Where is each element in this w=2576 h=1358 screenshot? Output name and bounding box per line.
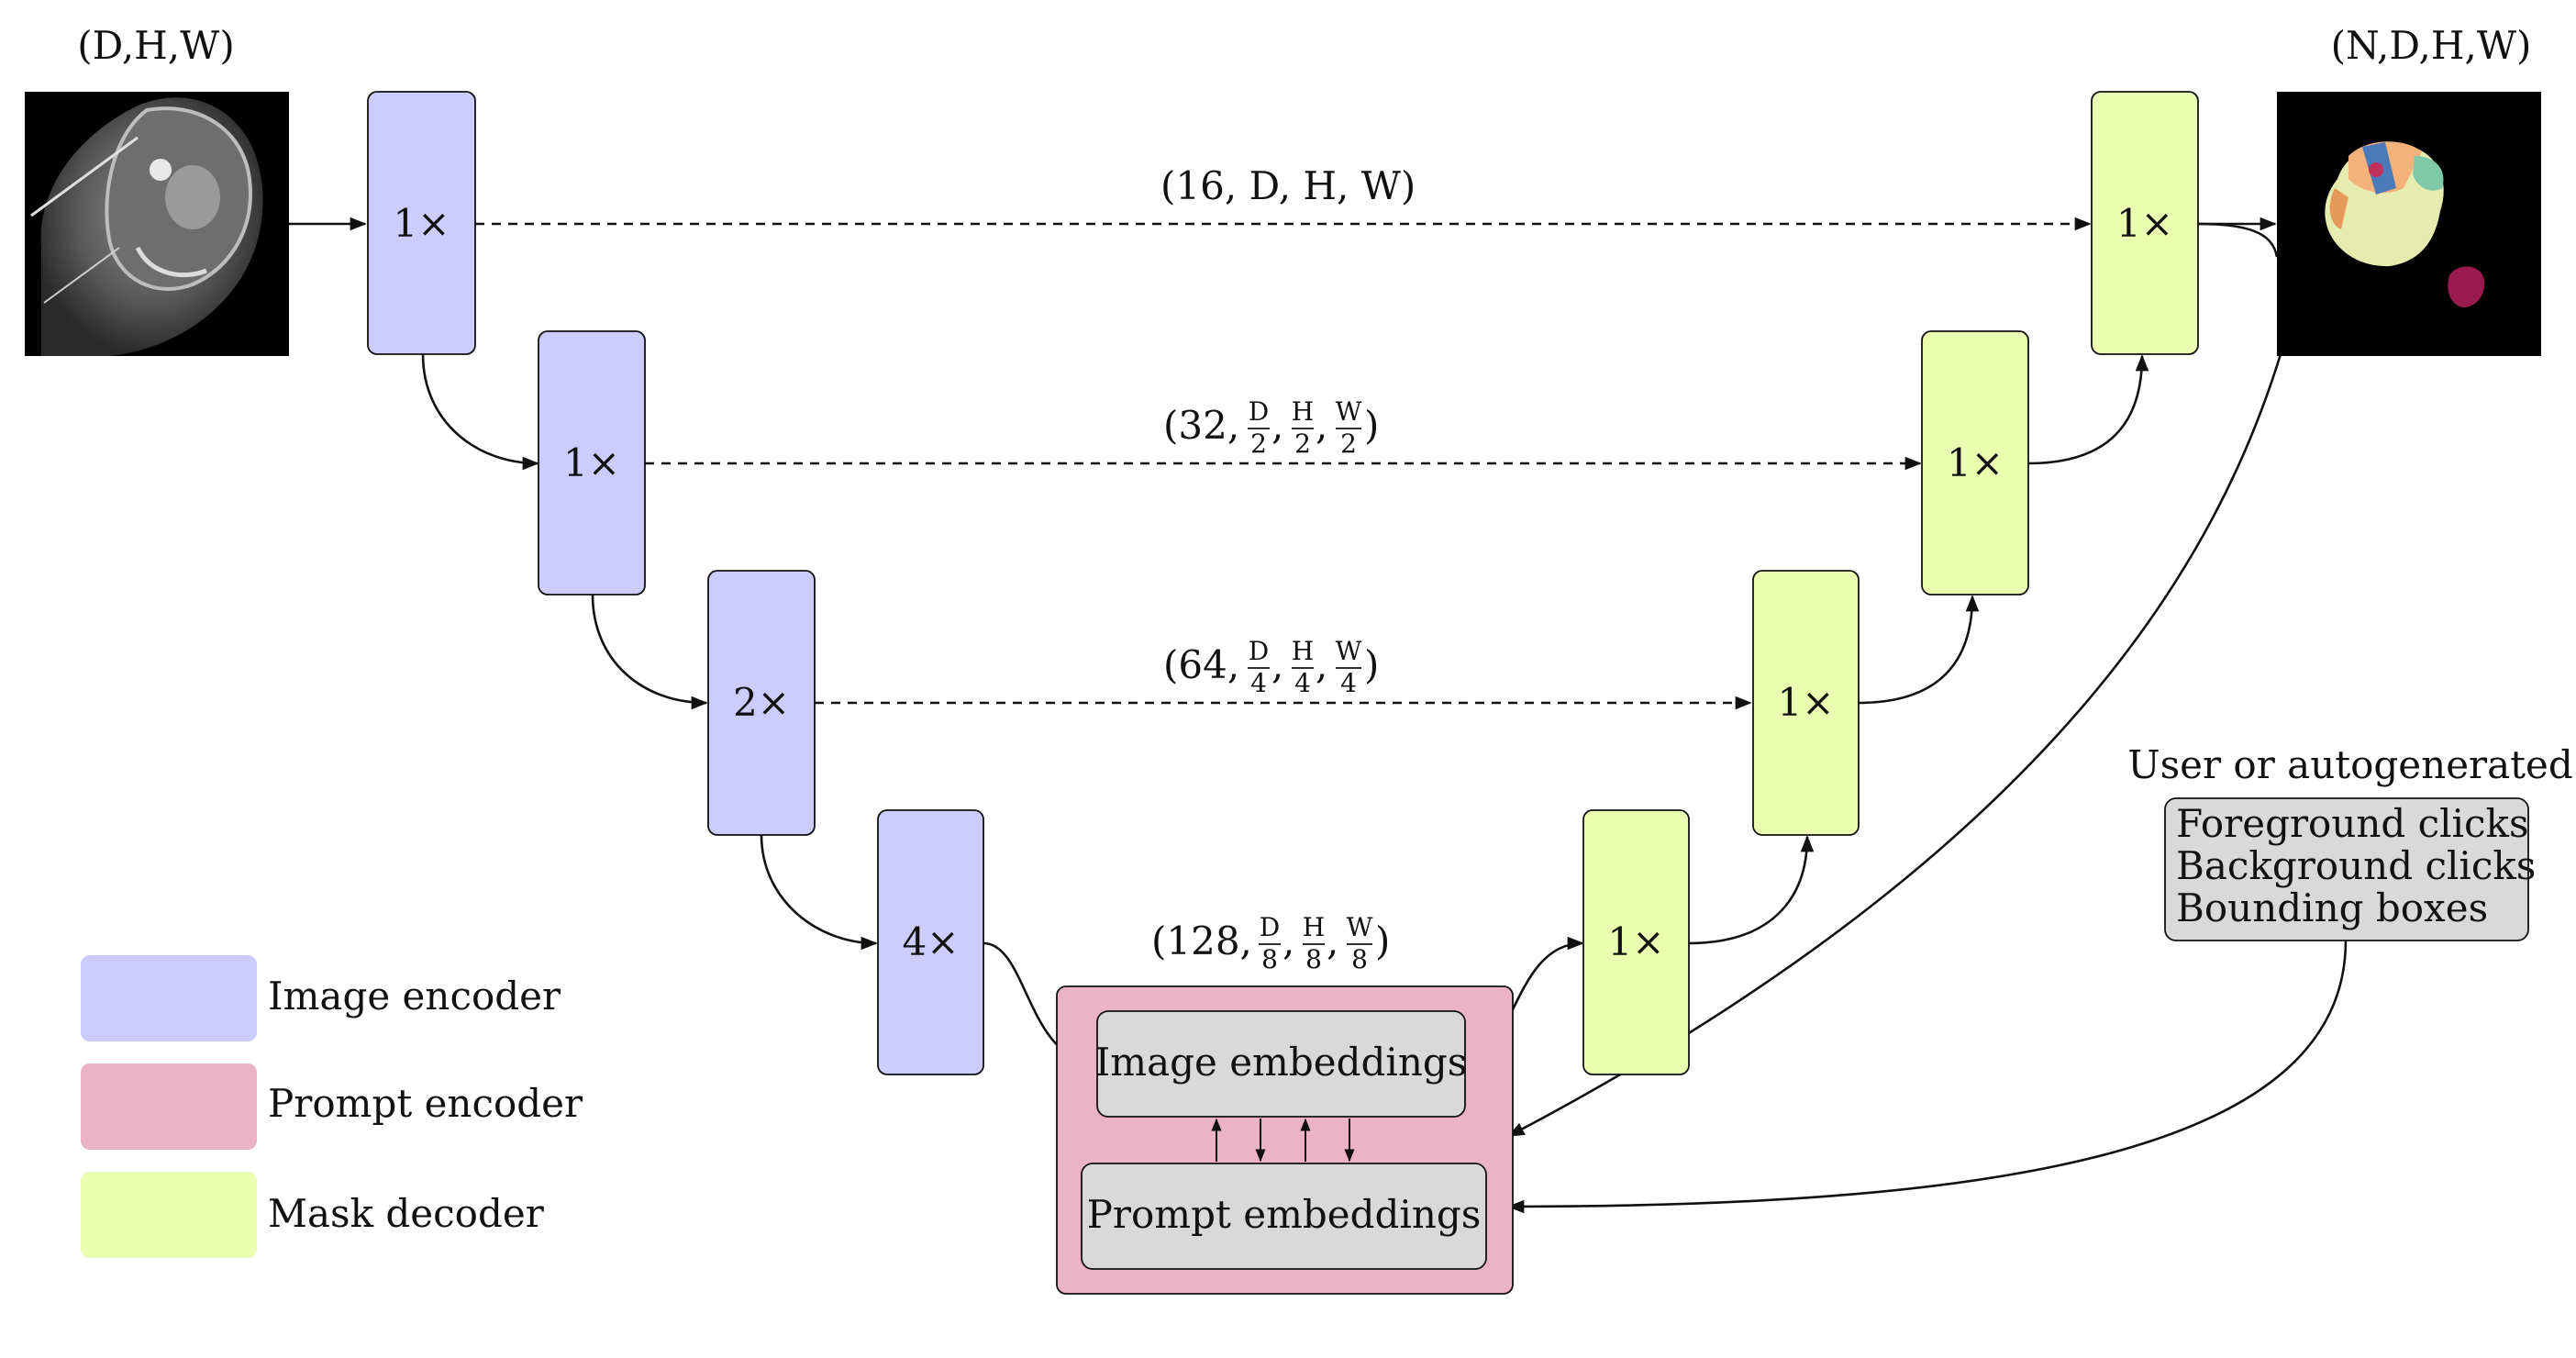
prompt-embeddings-label: Prompt embeddings bbox=[1087, 1192, 1482, 1237]
decoder-block-1 bbox=[1582, 809, 1690, 1075]
skip-label-3-prefix: (64, bbox=[1163, 642, 1239, 687]
skip-label-2-frac-2-den: 2 bbox=[1294, 429, 1311, 459]
encoder-blocks: 1× 1× 2× 4× bbox=[367, 91, 984, 1075]
svg-text:,: , bbox=[1327, 918, 1338, 963]
legend: Image encoder Prompt encoder Mask decode… bbox=[81, 955, 583, 1258]
encoder-down-arrow-1 bbox=[421, 353, 539, 471]
svg-text:,: , bbox=[1271, 642, 1283, 687]
skip-label-3-frac-1-den: 4 bbox=[1250, 668, 1267, 698]
encoder-block-2-label: 1× bbox=[563, 440, 620, 485]
legend-label-image-encoder: Image encoder bbox=[268, 974, 561, 1018]
skip-label-2-frac-1-den: 2 bbox=[1250, 429, 1267, 459]
skip-label-3-frac-2-num: H bbox=[1292, 636, 1314, 666]
decoder-block-2 bbox=[1752, 570, 1860, 836]
prompt-embeddings-box bbox=[1081, 1163, 1487, 1270]
input-shape-label: (D,H,W) bbox=[77, 23, 234, 68]
svg-text:(16, D, H, W): (16, D, H, W) bbox=[1160, 163, 1416, 208]
cross-attention-arrows bbox=[1211, 1118, 1355, 1163]
bottleneck-frac-2-den: 8 bbox=[1305, 944, 1322, 974]
svg-text:,: , bbox=[1316, 642, 1327, 687]
decoder-block-4-label: 1× bbox=[2116, 201, 2173, 246]
skip-label-2-frac-3-num: W bbox=[1336, 396, 1362, 427]
legend-swatch-mask-decoder bbox=[81, 1172, 257, 1258]
decoder-up-arrow-2 bbox=[1858, 595, 1980, 705]
skip-label-2-prefix: (32, bbox=[1163, 403, 1239, 448]
skip-label-3-frac-2-den: 4 bbox=[1294, 668, 1311, 698]
encoder-block-4 bbox=[877, 809, 984, 1075]
encoder-block-2 bbox=[538, 330, 646, 596]
skip-label-2-frac-2-num: H bbox=[1292, 396, 1314, 427]
encoder-block-1-label: 1× bbox=[394, 201, 450, 246]
bottleneck-frac-3-den: 8 bbox=[1351, 944, 1368, 974]
encoder-down-arrow-3 bbox=[760, 834, 878, 951]
legend-swatch-image-encoder bbox=[81, 955, 257, 1041]
prompt-source: User or autogenerated Foreground clicks … bbox=[2127, 742, 2573, 941]
skip-label-2-frac-3-den: 2 bbox=[1340, 429, 1357, 459]
input-ct-image bbox=[25, 92, 289, 356]
bottleneck-frac-1-num: D bbox=[1260, 912, 1280, 942]
svg-text:,: , bbox=[1282, 918, 1294, 963]
skip-label-1: (16, D, H, W) bbox=[1160, 163, 1416, 208]
output-shape-label: (N,D,H,W) bbox=[2331, 23, 2532, 68]
output-feedback-arrow bbox=[1507, 353, 2282, 1138]
skip-label-1-prefix: (16, D, H, W) bbox=[1160, 163, 1416, 208]
prompt-type-background: Background clicks bbox=[2176, 843, 2536, 888]
skip-label-2-frac-1-num: D bbox=[1249, 396, 1269, 427]
legend-swatch-prompt-encoder bbox=[81, 1063, 257, 1150]
decoder-block-3 bbox=[1921, 330, 2029, 596]
decoder-block-2-label: 1× bbox=[1778, 680, 1835, 725]
encoder-block-3-label: 2× bbox=[733, 680, 790, 725]
svg-text:): ) bbox=[1375, 918, 1390, 963]
prompt-source-label: User or autogenerated bbox=[2127, 742, 2573, 787]
decoder-output-curve bbox=[2197, 222, 2279, 258]
skip-label-3: (64, D 4 , H 4 , W 4 ) bbox=[1163, 636, 1379, 698]
skip-label-3-frac-1-num: D bbox=[1249, 636, 1269, 666]
bottleneck-frac-1-den: 8 bbox=[1261, 944, 1278, 974]
legend-label-prompt-encoder: Prompt encoder bbox=[268, 1081, 583, 1126]
image-embeddings-box bbox=[1096, 1010, 1466, 1118]
decoder-block-4 bbox=[2091, 91, 2199, 355]
encoder-block-3 bbox=[707, 570, 816, 836]
skip-connection-lines bbox=[475, 217, 2092, 710]
skip-label-2: (32, D 2 , H 2 , W 2 ) bbox=[1163, 396, 1379, 459]
image-embeddings-label: Image embeddings bbox=[1095, 1040, 1468, 1085]
bottleneck-frac-2-num: H bbox=[1303, 912, 1325, 942]
bottleneck-label-prefix: (128, bbox=[1151, 918, 1252, 963]
prompt-type-bbox: Bounding boxes bbox=[2176, 885, 2488, 930]
prompt-type-foreground: Foreground clicks bbox=[2176, 801, 2529, 846]
bottleneck-frac-3-num: W bbox=[1347, 912, 1373, 942]
encoder-block-1 bbox=[367, 91, 476, 355]
svg-text:,: , bbox=[1271, 403, 1283, 448]
skip-label-3-frac-3-num: W bbox=[1336, 636, 1362, 666]
svg-text:): ) bbox=[1364, 403, 1379, 448]
decoder-block-1-label: 1× bbox=[1608, 919, 1665, 964]
svg-text:,: , bbox=[1316, 403, 1327, 448]
svg-text:): ) bbox=[1364, 642, 1379, 687]
legend-label-mask-decoder: Mask decoder bbox=[268, 1191, 545, 1236]
prompt-types-box bbox=[2164, 797, 2529, 941]
encoder-down-arrow-2 bbox=[591, 594, 708, 710]
bottleneck-label: (128, D 8 , H 8 , W 8 ) bbox=[1151, 912, 1390, 974]
decoder-block-3-label: 1× bbox=[1947, 440, 2004, 485]
decoder-up-arrow-3 bbox=[2027, 354, 2149, 465]
prompts-to-embeddings-arrow bbox=[1507, 940, 2348, 1214]
decoder-up-arrow-1 bbox=[1688, 835, 1815, 945]
prompt-encoder-block: Image embeddings Prompt embeddings bbox=[1056, 985, 1514, 1295]
encoder-block-4-label: 4× bbox=[903, 919, 960, 964]
output-segmentation-image bbox=[2277, 92, 2541, 356]
skip-label-3-frac-3-den: 4 bbox=[1340, 668, 1357, 698]
decoder-blocks: 1× 1× 1× 1× bbox=[1582, 91, 2199, 1075]
